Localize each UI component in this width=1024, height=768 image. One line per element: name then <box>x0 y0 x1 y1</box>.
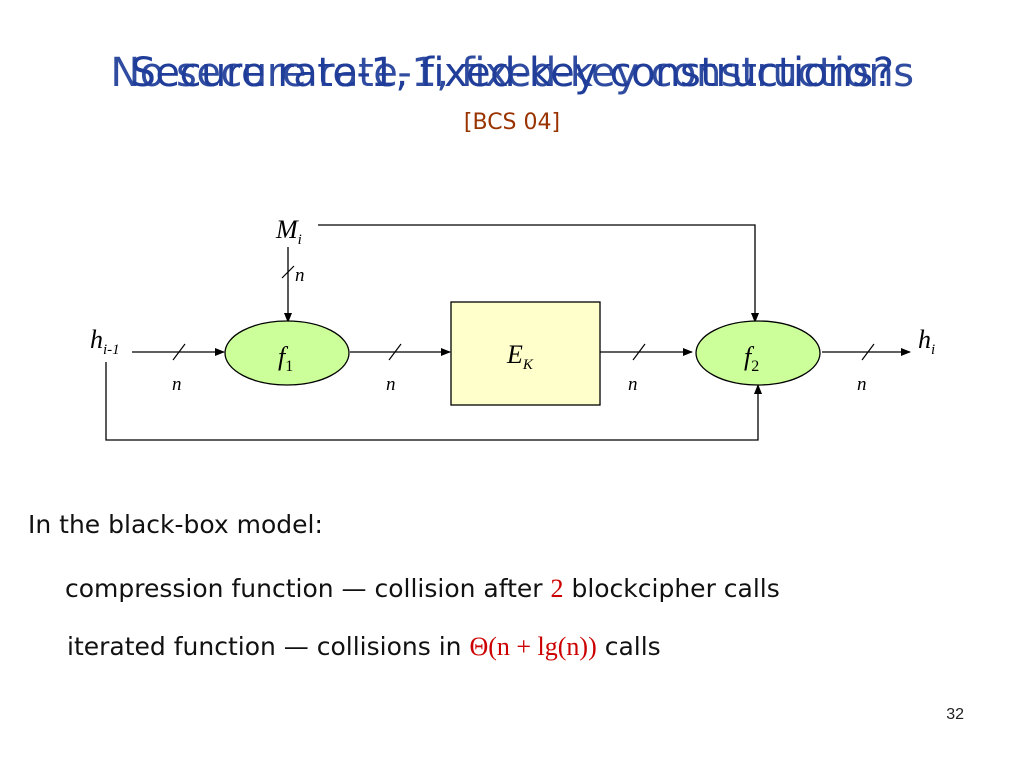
compression-line: compression function — collision after 2… <box>65 574 780 604</box>
width-label-hprev: n <box>172 374 182 395</box>
slide-title-no-secure: No secure rate-1, fixed-key construction… <box>110 50 914 96</box>
compression-line-post: blockcipher calls <box>563 574 780 603</box>
label-f2: f2 <box>744 342 759 375</box>
slash-f2-out <box>861 343 875 361</box>
wire-mi-to-f2 <box>318 224 759 323</box>
width-label-cipher-out: n <box>628 374 638 395</box>
slide-subtitle: [BCS 04] <box>463 110 561 135</box>
label-hprev: hi-1 <box>90 325 120 358</box>
width-label-f2-out: n <box>857 374 867 395</box>
f1-node <box>224 320 350 386</box>
iterated-line: iterated function — collisions in Θ(n + … <box>67 632 661 662</box>
label-hi: hi <box>918 325 935 358</box>
width-label-f1-out: n <box>386 374 396 395</box>
slash-hprev <box>172 343 186 361</box>
iterated-line-pre: iterated function — collisions in <box>67 632 470 661</box>
intro-text: In the black-box model: <box>28 510 323 539</box>
compression-line-pre: compression function — collision after <box>65 574 551 603</box>
slide-title: Secure rate-1, fixed-key constructions? … <box>0 50 1024 110</box>
label-f1: f1 <box>278 342 293 375</box>
label-mi: Mi <box>275 215 302 248</box>
slash-cipher-out <box>632 343 646 361</box>
wire-hprev-to-f2 <box>105 362 762 441</box>
width-label-mi: n <box>295 265 305 286</box>
cipher-box <box>450 301 601 406</box>
slide-title-secure: Secure rate-1, fixed-key constructions? <box>130 50 894 96</box>
compression-line-math: 2 <box>550 574 564 603</box>
slash-f1-out <box>388 343 402 361</box>
iterated-line-math: Θ(n + lg(n)) <box>469 632 597 661</box>
page-number: 32 <box>946 706 964 723</box>
label-ek: EK <box>506 340 534 373</box>
f2-node <box>695 320 821 386</box>
slash-mi <box>281 265 295 279</box>
iterated-line-post: calls <box>596 632 661 661</box>
